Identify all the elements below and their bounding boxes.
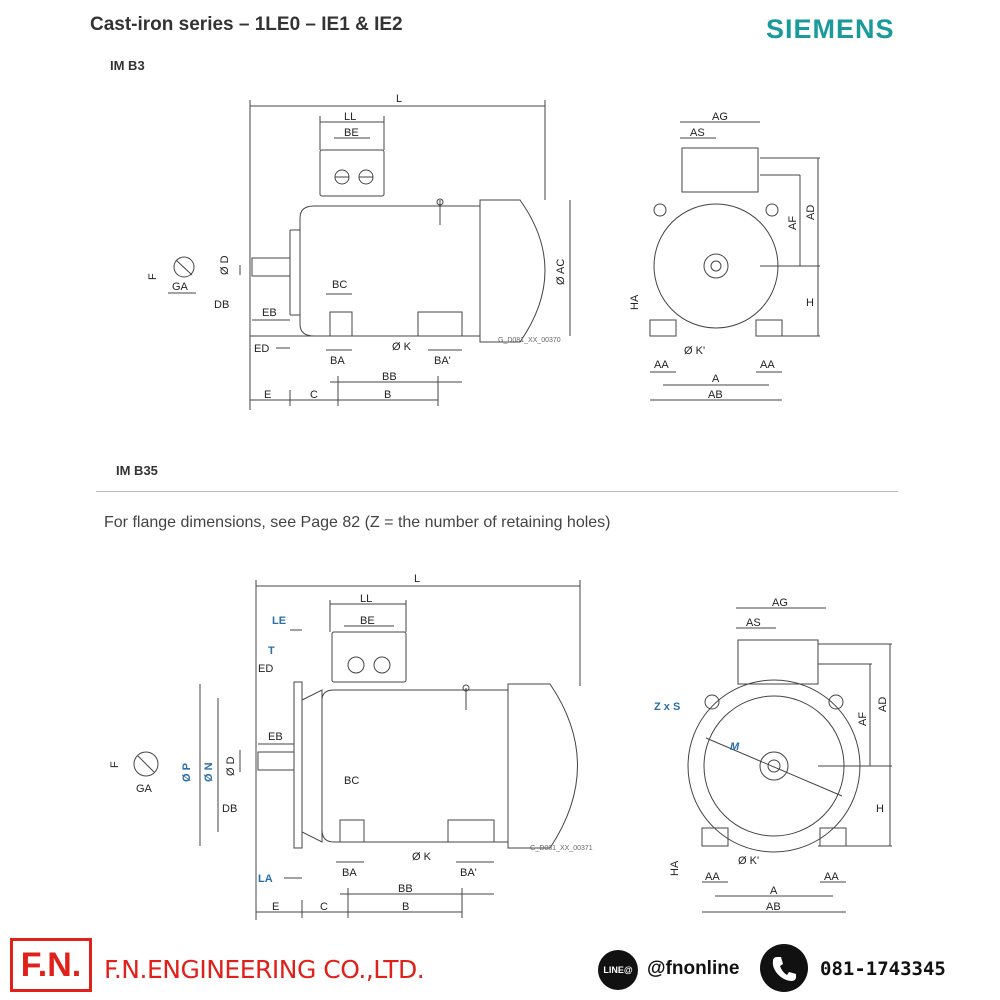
dim-K-prime: Ø K': [738, 855, 759, 867]
dim-BC: BC: [344, 775, 359, 787]
dim-AD: AD: [805, 205, 817, 220]
dim-C: C: [310, 389, 318, 401]
dim-ZxS: Z x S: [654, 701, 680, 713]
dim-LL: LL: [344, 111, 356, 123]
dim-B: B: [402, 901, 409, 913]
dim-AF: AF: [857, 712, 869, 726]
dim-BB: BB: [382, 371, 397, 383]
dim-LA: LA: [258, 873, 273, 885]
line-handle: @fnonline: [647, 958, 740, 979]
dim-BA: BA: [342, 867, 357, 879]
section-title-b35: IM B35: [116, 463, 158, 478]
dim-D: Ø D: [225, 756, 237, 776]
dim-AS: AS: [690, 127, 705, 139]
dim-T: T: [268, 645, 275, 657]
brand-logo: SIEMENS: [766, 14, 895, 44]
dim-ED: ED: [258, 663, 273, 675]
dim-E: E: [272, 901, 279, 913]
flange-note: For flange dimensions, see Page 82 (Z = …: [104, 514, 611, 531]
dim-BE: BE: [360, 615, 375, 627]
dim-GA: GA: [172, 281, 189, 293]
drawing-b35: L LL BE LE T ED EB Ø P Ø N Ø D F GA DB B…: [109, 573, 892, 920]
dim-B: B: [384, 389, 391, 401]
dim-BB: BB: [398, 883, 413, 895]
drawing-code-b3: G_D081_XX_00370: [498, 337, 561, 344]
dim-AS: AS: [746, 617, 761, 629]
company-logo: F.N.: [10, 938, 92, 992]
dim-L: L: [414, 573, 420, 585]
dim-AC: Ø AC: [555, 259, 567, 285]
dim-AG: AG: [772, 597, 788, 609]
dim-AA-left: AA: [654, 359, 669, 371]
dim-K-prime: Ø K': [684, 345, 705, 357]
dim-H: H: [806, 297, 814, 309]
dim-M: M: [730, 741, 740, 753]
dim-HA: HA: [669, 860, 681, 876]
dim-GA: GA: [136, 783, 153, 795]
dim-AA-right: AA: [760, 359, 775, 371]
section-divider: [96, 491, 898, 492]
dim-D: Ø D: [219, 255, 231, 275]
dim-BE: BE: [344, 127, 359, 139]
dim-E: E: [264, 389, 271, 401]
drawing-b3: L LL BE Ø D Ø AC BC F GA DB EB ED BA Ø K…: [147, 93, 820, 410]
drawing-code-b35: G_D081_XX_00371: [530, 845, 593, 852]
dim-AA-left: AA: [705, 871, 720, 883]
page-title: Cast-iron series – 1LE0 – IE1 & IE2: [90, 14, 403, 35]
dim-DB: DB: [222, 803, 237, 815]
dim-BC: BC: [332, 279, 347, 291]
dim-A: A: [770, 885, 778, 897]
dim-DB: DB: [214, 299, 229, 311]
section-title-b3: IM B3: [110, 58, 145, 73]
dim-H: H: [876, 803, 884, 815]
dim-C: C: [320, 901, 328, 913]
dim-BA-prime: BA': [434, 355, 451, 367]
dim-A: A: [712, 373, 720, 385]
dim-AD: AD: [877, 697, 889, 712]
dim-LL: LL: [360, 593, 372, 605]
dim-P: Ø P: [181, 763, 193, 782]
dim-K: Ø K: [412, 851, 432, 863]
company-name: F.N.ENGINEERING CO.,LTD.: [104, 955, 425, 984]
dim-F: F: [147, 273, 159, 280]
dim-EB: EB: [268, 731, 283, 743]
dim-LE: LE: [272, 615, 286, 627]
dim-K: Ø K: [392, 341, 412, 353]
dim-BA-prime: BA': [460, 867, 477, 879]
dim-N: Ø N: [203, 762, 215, 782]
phone-number: 081-1743345: [820, 958, 946, 980]
dim-EB: EB: [262, 307, 277, 319]
phone-icon: [760, 944, 808, 992]
dim-HA: HA: [629, 294, 641, 310]
dim-ED: ED: [254, 343, 269, 355]
line-icon: LINE@: [598, 950, 638, 990]
dim-AF: AF: [787, 216, 799, 230]
dim-F: F: [109, 761, 121, 768]
dim-AA-right: AA: [824, 871, 839, 883]
dim-AB: AB: [708, 389, 723, 401]
dim-AB: AB: [766, 901, 781, 913]
dim-L: L: [396, 93, 402, 105]
dim-AG: AG: [712, 111, 728, 123]
dim-BA: BA: [330, 355, 345, 367]
